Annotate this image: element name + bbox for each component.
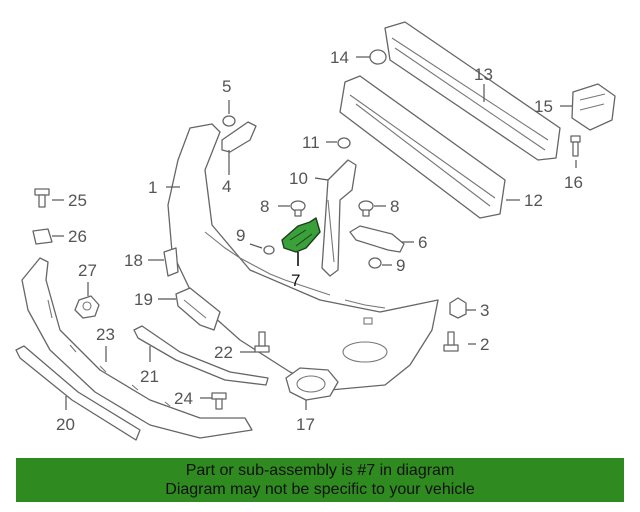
callout-22: 22 (214, 343, 233, 362)
callout-numbers: 1 2 3 4 5 6 7 8 8 9 9 10 11 12 13 14 15 … (56, 48, 583, 434)
info-banner: Part or sub-assembly is #7 in diagram Di… (16, 458, 624, 502)
part-15-bracket (571, 83, 616, 131)
callout-14: 14 (330, 48, 349, 67)
part-11-clip (337, 137, 351, 149)
part-7-bracket-highlighted (281, 217, 321, 253)
leader-lines (52, 56, 577, 410)
callout-17: 17 (296, 415, 315, 434)
parts-diagram: 1 2 3 4 5 6 7 8 8 9 9 10 11 12 13 14 15 … (15, 21, 616, 441)
part-14-stop (369, 49, 387, 65)
part-2-bolt (443, 331, 459, 352)
callout-13: 13 (474, 65, 493, 84)
callout-27: 27 (78, 261, 97, 280)
callout-2: 2 (480, 335, 489, 354)
part-3-nut (449, 297, 467, 319)
part-26-nut (32, 228, 53, 245)
part-22-bolt (254, 331, 270, 353)
callout-3: 3 (480, 301, 489, 320)
banner-line-part: Part or sub-assembly is #7 in diagram (185, 462, 455, 479)
callout-20: 20 (56, 415, 75, 434)
banner-line-disclaimer: Diagram may not be specific to your vehi… (165, 481, 475, 498)
part-16-bolt (570, 135, 581, 157)
callout-23: 23 (96, 325, 115, 344)
callout-15: 15 (534, 97, 553, 116)
part-12-absorber (339, 75, 506, 219)
part-24-bolt (211, 392, 227, 410)
part-25-bolt (34, 188, 50, 208)
callout-19: 19 (134, 290, 153, 309)
callout-12: 12 (524, 191, 543, 210)
part-8-clip-right (358, 200, 374, 217)
part-9-screw-left (263, 245, 275, 255)
part-1-bumper-fascia (167, 123, 439, 391)
part-19-insert (175, 287, 221, 331)
callout-18: 18 (124, 251, 143, 270)
part-9-screw-right (368, 257, 382, 269)
part-5-clip (222, 115, 236, 127)
callout-6: 6 (418, 233, 427, 252)
callout-10: 10 (289, 169, 308, 188)
callout-8-right: 8 (390, 197, 399, 216)
part-20-strip (15, 345, 141, 441)
part-6-bracket (349, 225, 405, 253)
part-17-bezel (285, 367, 339, 401)
part-27-nut (74, 295, 100, 319)
part-21-bracket (133, 325, 269, 386)
callout-21: 21 (140, 367, 159, 386)
callout-25: 25 (68, 191, 87, 210)
callout-9-left: 9 (236, 226, 245, 245)
part-18-cover (163, 247, 179, 277)
callout-5: 5 (222, 77, 231, 96)
part-13-reinforcement (384, 21, 561, 161)
part-8-clip-left (290, 200, 306, 217)
callout-4: 4 (222, 177, 231, 196)
callout-26: 26 (68, 227, 87, 246)
part-4-bracket (221, 121, 257, 153)
part-23-lower-cover (21, 257, 253, 439)
callout-8-left: 8 (260, 197, 269, 216)
callout-16: 16 (564, 173, 583, 192)
callout-7: 7 (291, 271, 300, 290)
part-10-bracket (321, 159, 357, 277)
callout-11: 11 (302, 133, 320, 152)
callout-24: 24 (174, 389, 193, 408)
callout-1: 1 (148, 178, 157, 197)
callout-9-right: 9 (396, 256, 405, 275)
